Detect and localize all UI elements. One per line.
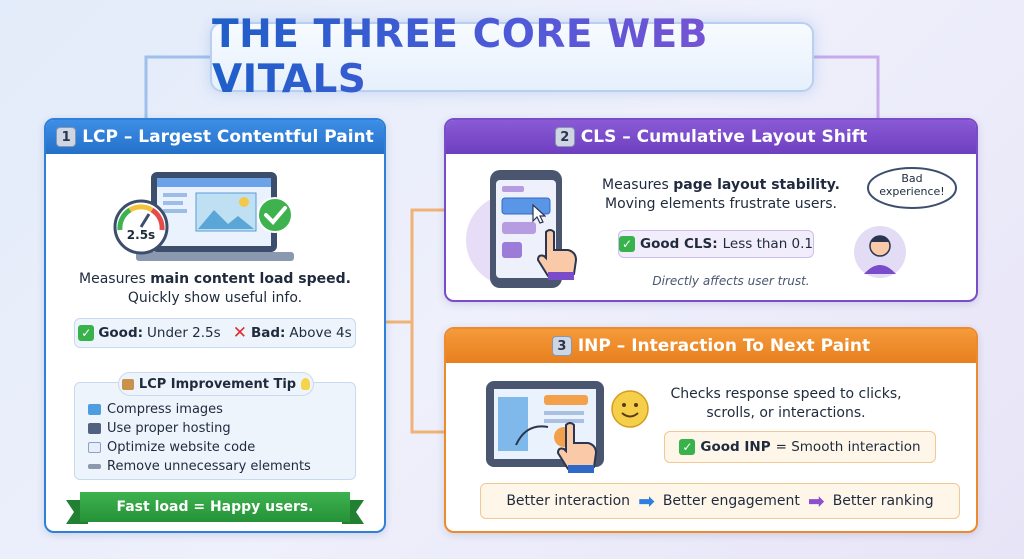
chart-icon xyxy=(88,442,101,453)
cls-header: 2 CLS – Cumulative Layout Shift xyxy=(446,120,976,154)
list-item: Remove unnecessary elements xyxy=(88,457,311,476)
bubble-text: Bad experience! xyxy=(879,172,945,198)
cls-number-badge: 2 xyxy=(554,127,575,147)
inp-benefit-flow: Better interaction ➡ Better engagement ➡… xyxy=(480,483,960,519)
lcp-header: 1 LCP – Largest Contentful Paint xyxy=(46,120,384,154)
good-check-icon: ✓ xyxy=(78,325,95,341)
list-item: Use proper hosting xyxy=(88,419,311,438)
lcp-heading: LCP – Largest Contentful Paint xyxy=(82,127,374,147)
bad-cross-icon: ✕ xyxy=(232,323,247,343)
box-icon xyxy=(121,378,134,390)
frustrated-user-icon xyxy=(854,226,906,278)
inp-description: Checks response speed to clicks, scrolls… xyxy=(670,386,902,421)
inp-threshold: ✓ Good INP= Smooth interaction xyxy=(664,431,936,463)
flow-step-ranking: Better ranking xyxy=(832,493,934,509)
lightbulb-icon xyxy=(301,378,311,390)
wrench-icon xyxy=(88,464,101,469)
gauge-icon xyxy=(113,199,169,255)
laptop-icon xyxy=(136,172,294,261)
lcp-tips-list: Compress images Use proper hosting Optim… xyxy=(88,400,311,476)
cursor-icon xyxy=(532,204,546,224)
lcp-tip-title: LCP Improvement Tip xyxy=(118,372,314,396)
cls-threshold: ✓ Good CLS:Less than 0.1 xyxy=(618,230,814,258)
list-item: Compress images xyxy=(88,400,311,419)
lcp-tip-box xyxy=(74,382,356,480)
good-check-icon: ✓ xyxy=(619,236,635,252)
lcp-number-badge: 1 xyxy=(56,127,77,147)
cls-note: Directly affects user trust. xyxy=(652,274,810,288)
title-banner: THE THREE CORE WEB VITALS xyxy=(210,12,814,102)
image-icon xyxy=(88,404,101,415)
inp-panel: 3 INP – Interaction To Next Paint Checks… xyxy=(444,327,978,533)
lcp-ribbon: Fast load = Happy users. xyxy=(80,492,350,522)
hand-pointer-icon xyxy=(556,422,598,473)
hand-pointer-icon xyxy=(536,229,578,280)
arrow-right-icon: ➡ xyxy=(807,489,825,513)
gauge-value: 2.5s xyxy=(126,228,156,242)
page-title: THE THREE CORE WEB VITALS xyxy=(212,12,812,102)
smiley-icon xyxy=(611,390,649,428)
list-item: Optimize website code xyxy=(88,438,311,457)
arrow-right-icon: ➡ xyxy=(638,489,655,513)
cls-panel: 2 CLS – Cumulative Layout Shift Measures… xyxy=(444,118,978,302)
flow-step-engagement: Better engagement xyxy=(662,493,800,509)
thought-bubble xyxy=(867,167,957,209)
inp-number-badge: 3 xyxy=(551,336,572,356)
cls-description: Measures page layout stability. Moving e… xyxy=(602,177,840,212)
lcp-panel: 1 LCP – Largest Contentful Paint 2.5s Me… xyxy=(44,118,386,533)
server-icon xyxy=(88,423,101,434)
inp-heading: INP – Interaction To Next Paint xyxy=(577,336,871,356)
cls-heading: CLS – Cumulative Layout Shift xyxy=(580,127,868,147)
good-check-icon: ✓ xyxy=(679,439,696,455)
flow-step-interaction: Better interaction xyxy=(506,493,631,509)
lcp-description: Measures main content load speed. Quickl… xyxy=(79,271,351,306)
checkmark-icon xyxy=(257,197,293,233)
lcp-thresholds: ✓ Good:Under 2.5s ✕ Bad:Above 4s xyxy=(74,318,356,348)
inp-header: 3 INP – Interaction To Next Paint xyxy=(446,329,976,363)
